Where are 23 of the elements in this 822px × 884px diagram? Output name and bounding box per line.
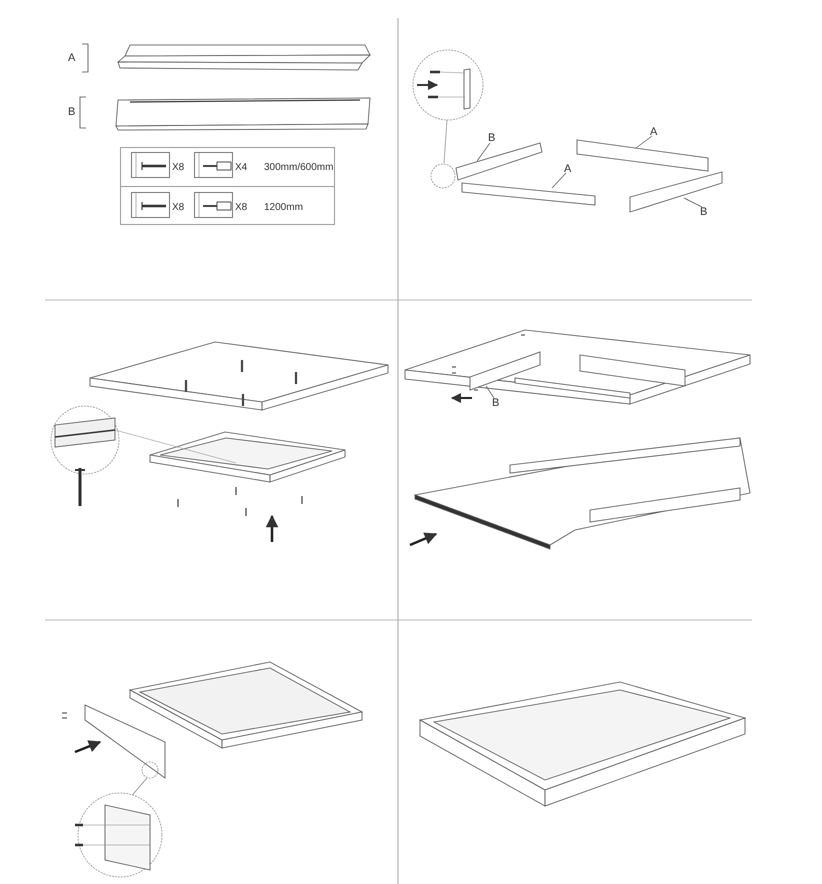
rail-drawing	[576, 140, 708, 172]
part-label: A	[650, 127, 658, 138]
rail-drawing	[470, 351, 540, 391]
rail-drawing	[462, 182, 596, 206]
quantity-label: X8	[172, 162, 184, 173]
part-label: B	[488, 133, 496, 144]
size-label: 1200mm	[264, 202, 303, 213]
size-label: 300mm/600mm	[264, 162, 334, 173]
leader-line	[486, 386, 494, 398]
part-label: B	[492, 398, 500, 409]
quantity-label: X4	[235, 162, 248, 173]
quantity-label: X8	[172, 202, 184, 213]
part-label: B	[700, 207, 708, 218]
quantity-label: X8	[235, 202, 248, 213]
leader-line	[476, 142, 490, 162]
leader-line	[552, 172, 566, 188]
part-label: A	[564, 164, 572, 175]
part-letter: B	[68, 107, 76, 118]
rail-drawing	[456, 142, 542, 181]
leader-line	[636, 136, 652, 148]
leader-line	[684, 198, 702, 208]
part-letter: A	[68, 53, 76, 64]
rail-drawing	[630, 171, 722, 213]
